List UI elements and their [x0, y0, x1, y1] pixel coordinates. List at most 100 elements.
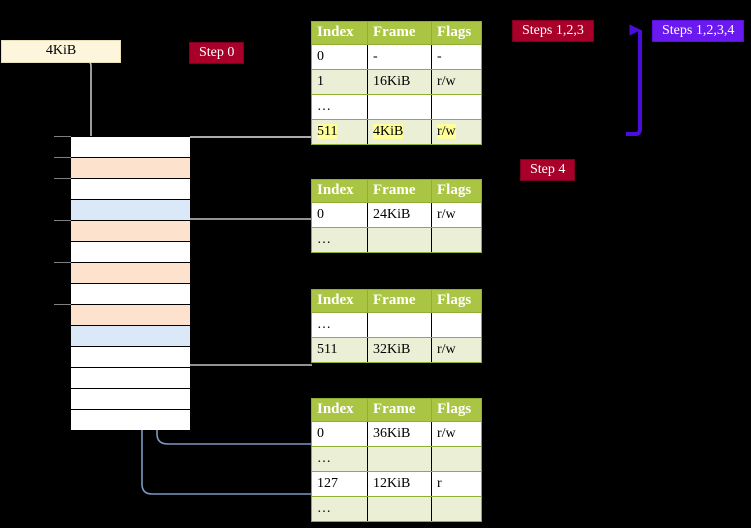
ellipsis: …	[317, 500, 332, 516]
table-header-row: Index Frame Flags	[311, 179, 482, 203]
cell-frame	[367, 227, 432, 253]
cell-index: …	[311, 496, 368, 522]
badge-step-4: Step 4	[520, 159, 576, 181]
memory-scale-tick	[54, 304, 71, 305]
wire-t3-row511	[171, 314, 312, 366]
col-frame: Frame	[367, 179, 432, 203]
cell-index: …	[311, 312, 368, 338]
cell-frame	[367, 94, 432, 120]
cell-frame	[367, 496, 432, 522]
cell-frame: 4KiB	[367, 119, 432, 145]
cell-index: 127	[311, 471, 368, 497]
cell-index: 0	[311, 44, 368, 70]
table-row: …	[311, 312, 482, 338]
table-header-row: Index Frame Flags	[311, 21, 482, 45]
ellipsis: …	[317, 316, 332, 332]
cell-index: 1	[311, 69, 368, 95]
cell-flags	[431, 227, 482, 253]
col-flags: Flags	[431, 21, 482, 45]
cell-flags	[431, 446, 482, 472]
col-frame: Frame	[367, 398, 432, 422]
col-frame: Frame	[367, 21, 432, 45]
memory-frame-row	[71, 409, 190, 430]
badge-step-0: Step 0	[189, 42, 245, 64]
table-row: …	[311, 446, 482, 472]
memory-frame-row	[71, 262, 190, 283]
cell-frame	[367, 312, 432, 338]
col-frame: Frame	[367, 289, 432, 313]
table-header-row: Index Frame Flags	[311, 289, 482, 313]
memory-scale-tick	[54, 220, 71, 221]
physical-memory-column	[54, 136, 190, 430]
table-row: 0--	[311, 44, 482, 70]
memory-frame-row	[71, 346, 190, 367]
table-header-row: Index Frame Flags	[311, 398, 482, 422]
cell-frame: 32KiB	[367, 337, 432, 363]
table-row: …	[311, 227, 482, 253]
frame-size-box: 4KiB	[1, 40, 121, 63]
memory-frame-row	[71, 157, 190, 178]
badge-steps-123: Steps 1,2,3	[512, 20, 594, 42]
cell-flags: r/w	[431, 421, 482, 447]
cell-flags: r/w	[431, 119, 482, 145]
cell-flags	[431, 496, 482, 522]
highlighted-value: r/w	[437, 123, 456, 139]
cell-flags: -	[431, 44, 482, 70]
cell-index: 0	[311, 202, 368, 228]
ellipsis: …	[317, 98, 332, 114]
wire-t4-row0	[149, 333, 312, 445]
cell-flags	[431, 94, 482, 120]
cell-index: …	[311, 446, 368, 472]
memory-frame-row	[71, 199, 190, 220]
col-flags: Flags	[431, 398, 482, 422]
highlighted-value: 4KiB	[373, 123, 404, 139]
col-index: Index	[311, 21, 368, 45]
ellipsis: …	[317, 450, 332, 466]
wire-t4-row127	[134, 213, 312, 495]
cell-flags: r/w	[431, 69, 482, 95]
highlighted-value: 511	[317, 123, 338, 139]
cell-index: 511	[311, 119, 368, 145]
cell-frame: 16KiB	[367, 69, 432, 95]
memory-frame-row	[71, 220, 190, 241]
memory-frame-row	[71, 367, 190, 388]
cell-index: 511	[311, 337, 368, 363]
col-index: Index	[311, 179, 368, 203]
cell-frame: -	[367, 44, 432, 70]
memory-scale-tick	[54, 262, 71, 263]
col-flags: Flags	[431, 179, 482, 203]
memory-frame-row	[71, 241, 190, 262]
cell-flags: r	[431, 471, 482, 497]
cell-index: …	[311, 94, 368, 120]
memory-frame-row	[71, 325, 190, 346]
memory-frame-row	[71, 304, 190, 325]
table-row: …	[311, 94, 482, 120]
memory-frame-row	[71, 388, 190, 409]
cell-flags: r/w	[431, 337, 482, 363]
cell-frame: 12KiB	[367, 471, 432, 497]
col-index: Index	[311, 289, 368, 313]
memory-frame-row	[71, 136, 190, 157]
table-row: 511 4KiB r/w	[311, 119, 482, 145]
col-flags: Flags	[431, 289, 482, 313]
memory-scale-tick	[54, 136, 71, 137]
memory-scale-tick	[54, 157, 71, 158]
cell-frame: 24KiB	[367, 202, 432, 228]
cell-index: 0	[311, 421, 368, 447]
ellipsis: …	[317, 231, 332, 247]
table-row: …	[311, 496, 482, 522]
cell-flags: r/w	[431, 202, 482, 228]
badge-steps-1234: Steps 1,2,3,4	[652, 20, 745, 42]
